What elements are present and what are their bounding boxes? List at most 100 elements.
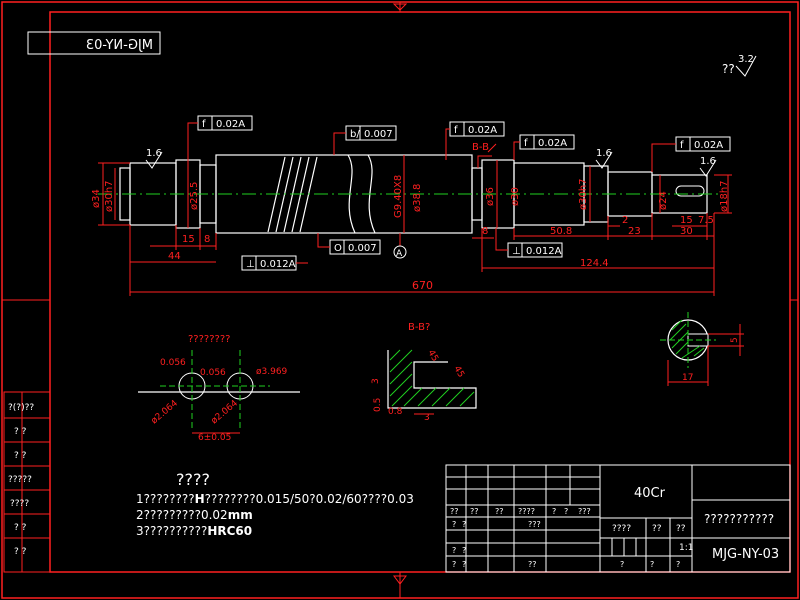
tb-r2-2: ??? [528, 520, 541, 529]
tb-sheet-2: ? [676, 560, 680, 569]
key-width: 17 [682, 373, 693, 383]
svg-text:f: f [524, 138, 528, 149]
tol-runout-3: 0.02A [538, 138, 567, 149]
sidebar-0: ?(?)?? [8, 403, 34, 413]
note-2: 2?????????0.02mm [136, 508, 253, 522]
dim-d30h7-right: ø30h7 [578, 178, 589, 210]
sidebar-5: ? ? [14, 523, 27, 533]
section-bb-a1: 45 [425, 349, 439, 364]
roughness-right: 1.6 [700, 156, 716, 167]
dim-len15b: 15 [680, 215, 693, 226]
mirrored-drawing-number: MJG-NY-03 [86, 38, 153, 53]
detail-d1: 0.056 [160, 358, 186, 368]
title-code: MJG-NY-03 [712, 547, 779, 562]
tb-r2-1: ? [462, 520, 466, 529]
detail-d6: 6±0.05 [198, 433, 231, 443]
tol-perp-2: 0.012A [526, 246, 562, 257]
dim-len44: 44 [168, 251, 181, 262]
title-scale: 1:1 [679, 543, 693, 553]
roughness-left: 1.6 [146, 148, 162, 159]
tol-perp-1: 0.012A [260, 259, 296, 270]
break-line-left [347, 154, 356, 234]
dim-len30: 30 [680, 226, 693, 237]
title-part-name: ??????????? [704, 512, 774, 526]
tol-roundness: 0.007 [348, 243, 377, 254]
svg-text:O: O [334, 243, 342, 254]
dim-d38-8: ø38.8 [412, 184, 423, 212]
detail-d3: ø3.969 [256, 367, 288, 377]
dim-len50-8: 50.8 [550, 226, 572, 237]
notes-title: ???? [176, 470, 210, 489]
tol-runout-2: 0.02A [468, 125, 497, 136]
dim-len670: 670 [412, 279, 433, 292]
tol-cylindricity: 0.007 [364, 129, 393, 140]
dim-len8: 8 [204, 234, 210, 245]
tol-runout-4: 0.02A [694, 140, 723, 151]
dim-d25-5: ø25.5 [189, 182, 200, 210]
detail-d5: ø2.064 [210, 398, 241, 426]
tb-r5-1: ? [462, 560, 466, 569]
tb-r1-1: ?? [470, 507, 479, 516]
detail-title: ???????? [188, 334, 230, 345]
section-bb-title: B-B? [408, 322, 430, 333]
dim-d18h7: ø18h7 [719, 180, 730, 212]
section-bb-l1: 3 [371, 378, 381, 384]
note-1: 1????????H????????0.015/50?0.02/60????0.… [136, 492, 414, 506]
dim-d24: ø24 [658, 191, 669, 210]
inner-frame [49, 11, 791, 573]
dim-d34: ø34 [91, 189, 102, 208]
title-material: 40Cr [634, 486, 666, 501]
tb-r2-0: ? [452, 520, 456, 529]
tb-r4-0: ? [452, 546, 456, 555]
detail-d2: 0.056 [200, 368, 226, 378]
tb-r1-4: ? [552, 507, 556, 516]
detail-d4: ø2.064 [150, 398, 181, 426]
title-ratio: ?? [676, 524, 686, 534]
section-bb-l2: 0.5 [373, 398, 383, 412]
general-roughness-value: 3.2 [738, 54, 754, 65]
note-3: 3??????????HRC60 [136, 524, 252, 538]
svg-text:f: f [454, 125, 458, 136]
sidebar-3: ????? [8, 475, 32, 485]
sidebar-6: ? ? [14, 547, 27, 557]
sidebar-2: ? ? [14, 451, 27, 461]
dim-d30h7-left: ø30h7 [104, 180, 115, 212]
sidebar-1: ? ? [14, 427, 27, 437]
tb-r4-1: ? [462, 546, 466, 555]
section-label: B-B [472, 142, 489, 153]
dim-len23: 23 [628, 226, 641, 237]
dim-len7-5: 7.5 [698, 215, 714, 226]
dim-d30-right: ø30 [510, 187, 521, 206]
svg-text:f: f [202, 119, 206, 130]
dim-d36: ø36 [485, 187, 496, 206]
section-bb-l4: 3 [424, 413, 430, 423]
section-bb-l3: 0.8 [388, 407, 403, 417]
tb-sheet-0: ? [620, 560, 624, 569]
dim-len15: 15 [182, 234, 195, 245]
svg-text:f: f [680, 140, 684, 151]
tb-r5-2: ?? [528, 560, 537, 569]
tb-r1-5: ? [564, 507, 568, 516]
roughness-mid: 1.6 [596, 148, 612, 159]
dim-g9: G9.40X8 [393, 175, 404, 218]
svg-text:⊥: ⊥ [246, 259, 255, 270]
tb-r1-0: ?? [450, 507, 459, 516]
svg-text:⊥: ⊥ [512, 246, 521, 257]
svg-text:b/: b/ [350, 129, 360, 140]
dim-len8b: 8 [482, 226, 488, 237]
tb-r1-6: ??? [578, 507, 591, 516]
tb-r1-2: ?? [495, 507, 504, 516]
title-weight: ?? [652, 524, 662, 534]
tb-r1-3: ???? [518, 507, 535, 516]
dim-len124-4: 124.4 [580, 258, 609, 269]
title-stage: ???? [612, 524, 631, 534]
sidebar-4: ???? [10, 499, 29, 509]
break-line-right [367, 154, 376, 234]
key-height: 5 [730, 337, 740, 343]
datum-a: A [396, 249, 403, 259]
section-bb-a2: 45 [451, 365, 465, 380]
tol-runout-1: 0.02A [216, 119, 245, 130]
tb-sheet-1: ? [650, 560, 654, 569]
